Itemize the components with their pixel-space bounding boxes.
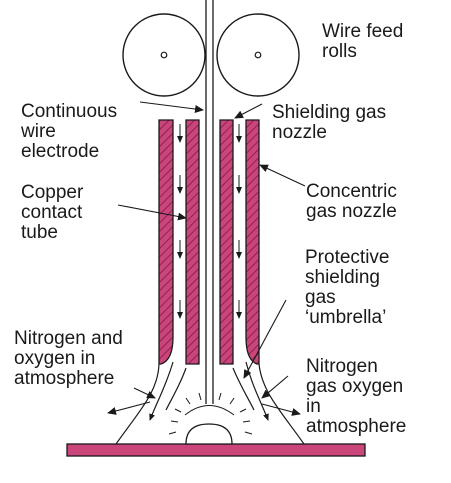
label-concentric-gas-nozzle: Concentric gas nozzle — [306, 181, 397, 222]
left-feed-roll — [122, 13, 206, 97]
wire-feed-rolls — [122, 13, 300, 97]
label-nitrogen-oxygen-right: Nitrogen gas oxygen in atmosphere — [306, 356, 407, 437]
right-feed-roll — [216, 13, 300, 97]
left-feed-roll-hub — [160, 51, 168, 59]
label-continuous-wire-electrode: Continuous wire electrode — [21, 101, 118, 162]
label-wire-feed-rolls: Wire feed rolls — [322, 21, 404, 62]
outer-gas-nozzle — [158, 119, 260, 365]
label-shielding-gas-nozzle: Shielding gas nozzle — [272, 102, 387, 143]
right-feed-roll-hub — [254, 51, 262, 59]
shielding-gas-plume — [115, 361, 305, 445]
weld-bead — [185, 423, 233, 445]
gas-flow-arrows — [177, 124, 242, 319]
label-protective-shielding-gas-umbrella: Protective shielding gas ‘umbrella’ — [305, 247, 390, 328]
leader-lines — [107, 101, 306, 416]
label-copper-contact-tube: Copper contact tube — [21, 182, 84, 243]
label-nitrogen-oxygen-left: Nitrogen and oxygen in atmosphere — [14, 328, 123, 389]
copper-contact-tube — [185, 119, 234, 365]
weld-arc — [168, 392, 253, 435]
workpiece — [66, 443, 366, 457]
wire-electrode — [205, 0, 214, 404]
